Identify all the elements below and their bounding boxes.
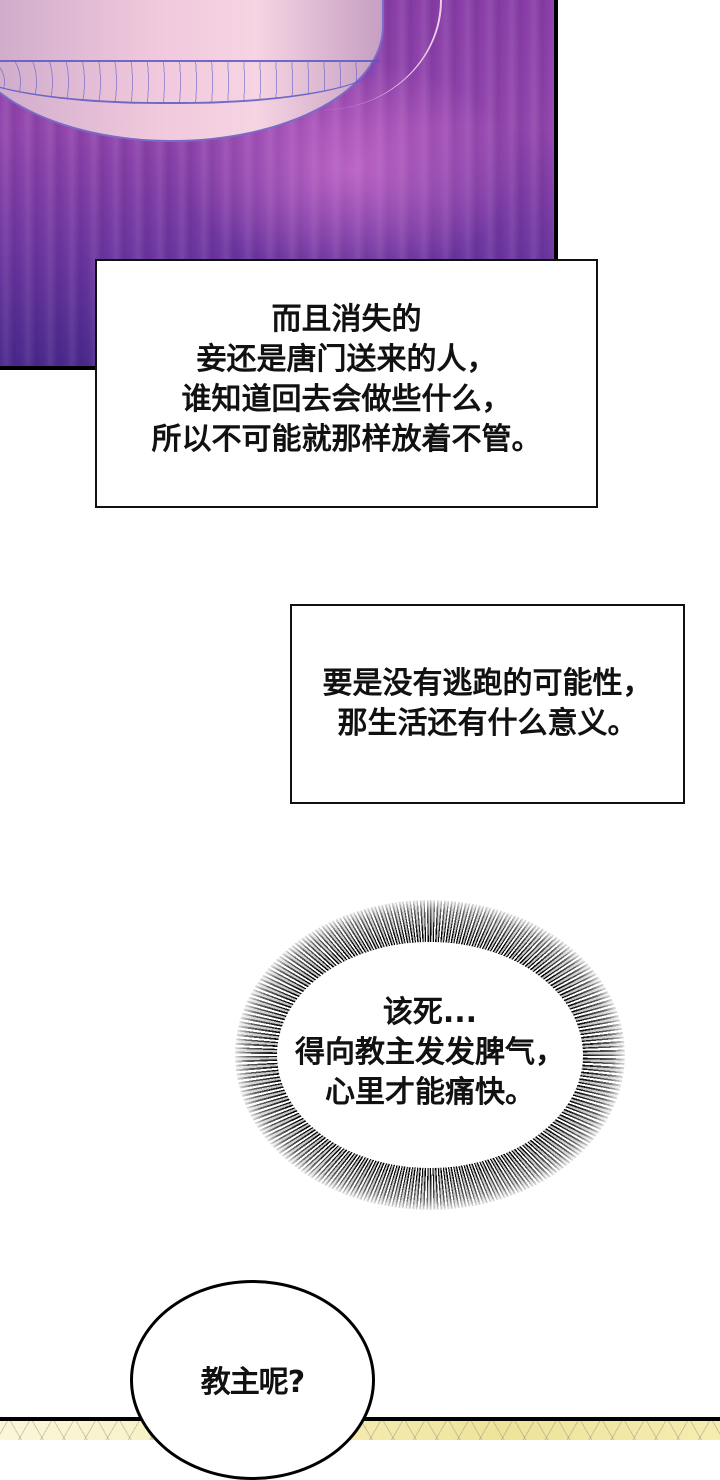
burst-bubble-body: 该死... 得向教主发发脾气， 心里才能痛快。 bbox=[277, 942, 583, 1168]
narration-line: 那生活还有什么意义。 bbox=[337, 706, 638, 741]
narration-box-2: 要是没有逃跑的可能性， 那生活还有什么意义。 bbox=[290, 604, 685, 804]
thought-burst-bubble: 该死... 得向教主发发脾气， 心里才能痛快。 bbox=[235, 900, 625, 1210]
bubble-line: 该死... bbox=[382, 995, 478, 1030]
narration-line: 要是没有逃跑的可能性， bbox=[322, 666, 653, 701]
top-comic-panel bbox=[0, 0, 558, 370]
bubble-line: 心里才能痛快。 bbox=[325, 1075, 535, 1110]
narration-box-1: 而且消失的 妾还是唐门送来的人， 谁知道回去会做些什么， 所以不可能就那样放着不… bbox=[95, 259, 598, 508]
narration-line: 而且消失的 bbox=[271, 301, 422, 337]
narration-line: 谁知道回去会做些什么， bbox=[181, 381, 512, 417]
bubble-line: 得向教主发发脾气， bbox=[295, 1035, 565, 1070]
speech-bubble: 教主呢? bbox=[130, 1280, 375, 1480]
narration-line: 妾还是唐门送来的人， bbox=[196, 341, 497, 377]
speech-text: 教主呢? bbox=[200, 1365, 305, 1400]
narration-line: 所以不可能就那样放着不管。 bbox=[151, 421, 542, 457]
